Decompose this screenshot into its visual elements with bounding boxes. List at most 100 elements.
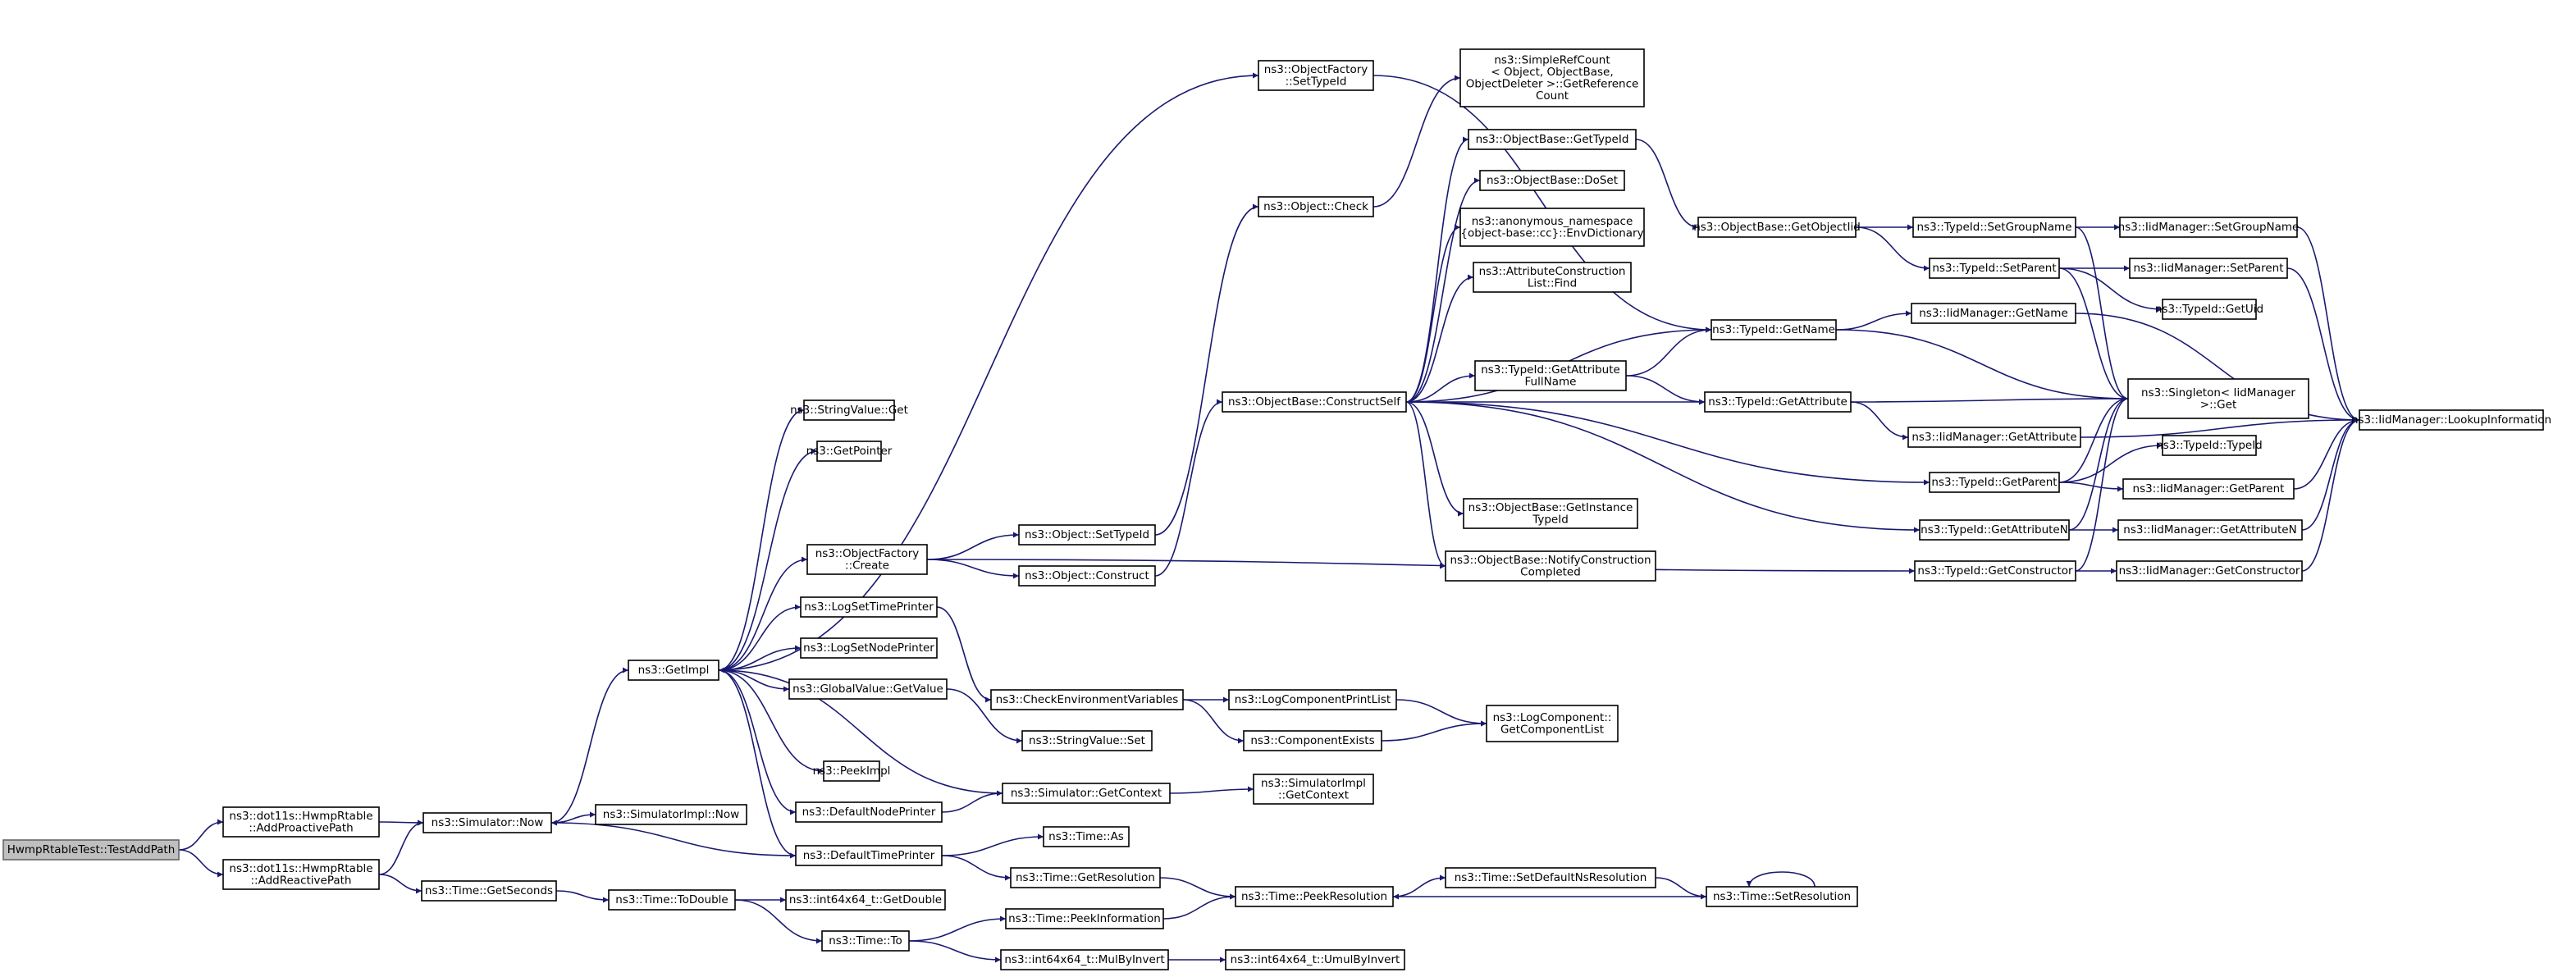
node-logCompPrintList[interactable]: ns3::LogComponentPrintList <box>1228 689 1397 710</box>
node-setDefaultNsRes[interactable]: ns3::Time::SetDefaultNsResolution <box>1445 867 1656 888</box>
node-singletonGet[interactable]: ns3::Singleton< IidManager>::Get <box>2127 378 2309 419</box>
node-objCheck[interactable]: ns3::Object::Check <box>1258 196 1374 217</box>
node-toDouble[interactable]: ns3::Time::ToDouble <box>608 889 736 911</box>
node-typeIdGetParent[interactable]: ns3::TypeId::GetParent <box>1929 472 2060 493</box>
node-objSetTypeId[interactable]: ns3::Object::SetTypeId <box>1018 524 1156 546</box>
node-objBaseGetObjectIid[interactable]: ns3::ObjectBase::GetObjectIid <box>1693 217 1861 238</box>
node-getImpl[interactable]: ns3::GetImpl <box>628 660 719 681</box>
node-logCompGetList[interactable]: ns3::LogComponent::GetComponentList <box>1486 705 1619 742</box>
node-int64GetDouble[interactable]: ns3::int64x64_t::GetDouble <box>785 889 946 911</box>
node-label: HwmpRtableTest::TestAddPath <box>7 843 176 856</box>
node-iidGetParent[interactable]: ns3::IidManager::GetParent <box>2122 478 2295 500</box>
node-label: ns3::Object::Check <box>1263 200 1368 213</box>
edge-addReactive-to-timeGetSeconds <box>378 874 422 894</box>
node-label: ns3::ObjectBase::GetObjectIid <box>1693 221 1861 234</box>
node-simImplNow[interactable]: ns3::SimulatorImpl::Now <box>595 804 747 825</box>
node-box <box>1706 886 1858 907</box>
node-simNow[interactable]: ns3::Simulator::Now <box>422 812 552 833</box>
edge-constructSelf-to-getInstanceTypeId <box>1405 401 1464 517</box>
node-setResolution[interactable]: ns3::Time::SetResolution <box>1706 886 1858 907</box>
node-label: ns3::IidManager::SetGroupName <box>2118 221 2300 234</box>
node-defaultTime[interactable]: ns3::DefaultTimePrinter <box>795 845 943 866</box>
node-peekImpl[interactable]: ns3::PeekImpl <box>813 760 891 782</box>
node-label: ns3::TypeId::SetGroupName <box>1916 221 2071 234</box>
node-globalValue[interactable]: ns3::GlobalValue::GetValue <box>788 678 948 700</box>
node-label: ::AddReactivePath <box>250 874 351 887</box>
node-box <box>1704 391 1852 413</box>
node-constructSelf[interactable]: ns3::ObjectBase::ConstructSelf <box>1222 391 1407 413</box>
node-anonEnvDict[interactable]: ns3::anonymous_namespace{object-base::cc… <box>1459 208 1645 247</box>
node-box <box>788 678 948 700</box>
node-typeIdTypeId[interactable]: ns3::TypeId::TypeId <box>2156 435 2263 456</box>
node-timeGetRes[interactable]: ns3::Time::GetResolution <box>1010 867 1161 888</box>
node-box <box>795 845 943 866</box>
node-label: ns3::DefaultNodePrinter <box>802 806 936 819</box>
edge-objBaseGetObjectIid-to-typeIdSetParent <box>1855 226 1930 272</box>
edge-timeTo-to-peekInfo <box>908 915 1007 942</box>
node-box <box>1243 730 1382 751</box>
edge-typeIdGetAttribute-to-singletonGet <box>1850 395 2129 403</box>
node-simImplGetContext[interactable]: ns3::SimulatorImpl::GetContext <box>1253 774 1374 805</box>
node-iidGetAttrN[interactable]: ns3::IidManager::GetAttributeN <box>2117 519 2303 541</box>
node-objBaseGetTypeId[interactable]: ns3::ObjectBase::GetTypeId <box>1468 129 1637 150</box>
edge-addProactive-to-simNow <box>378 819 424 826</box>
node-objConstruct[interactable]: ns3::Object::Construct <box>1018 565 1156 587</box>
node-label: ::GetContext <box>1278 788 1349 801</box>
node-timeGetSeconds[interactable]: ns3::Time::GetSeconds <box>421 880 557 902</box>
node-componentExists[interactable]: ns3::ComponentExists <box>1243 730 1382 751</box>
node-iidGetConstructor[interactable]: ns3::IidManager::GetConstructor <box>2116 560 2303 582</box>
edges-layer <box>178 72 2360 963</box>
node-logSetNode[interactable]: ns3::LogSetNodePrinter <box>800 637 938 659</box>
node-iidLookupInfo[interactable]: ns3::IidManager::LookupInformation <box>2351 409 2551 431</box>
node-typeIdGetAttribute[interactable]: ns3::TypeId::GetAttribute <box>1704 391 1852 413</box>
node-box <box>1258 60 1374 91</box>
edge-getImpl-to-defaultTime <box>718 669 797 859</box>
edge-defaultTime-to-timeGetRes <box>941 855 1012 881</box>
node-label: ns3::ObjectFactory <box>1264 63 1368 76</box>
node-iidSetParent[interactable]: ns3::IidManager::SetParent <box>2129 258 2288 279</box>
node-iidGetName[interactable]: ns3::IidManager::GetName <box>1911 303 2076 324</box>
node-notifyConstruction[interactable]: ns3::ObjectBase::NotifyConstructionCompl… <box>1445 550 1656 582</box>
node-label: ns3::Time::GetResolution <box>1016 871 1155 884</box>
node-peekInfo[interactable]: ns3::Time::PeekInformation <box>1005 908 1164 929</box>
node-box <box>1002 783 1171 804</box>
node-umulByInvert[interactable]: ns3::int64x64_t::UmulByInvert <box>1225 949 1405 970</box>
node-addProactive[interactable]: ns3::dot11s::HwmpRtable::AddProactivePat… <box>222 806 380 838</box>
node-peekResolution[interactable]: ns3::Time::PeekResolution <box>1235 886 1394 907</box>
node-defaultNode[interactable]: ns3::DefaultNodePrinter <box>795 801 943 823</box>
node-simpleRefCount[interactable]: ns3::SimpleRefCount< Object, ObjectBase,… <box>1459 48 1645 107</box>
node-logSetTime[interactable]: ns3::LogSetTimePrinter <box>800 596 938 618</box>
node-box <box>2129 258 2288 279</box>
node-root[interactable]: HwmpRtableTest::TestAddPath <box>2 839 180 861</box>
node-typeIdGetUid[interactable]: ns3::TypeId::GetUid <box>2155 299 2263 320</box>
node-objFactoryCreate[interactable]: ns3::ObjectFactory::Create <box>806 544 928 575</box>
node-iidSetGroupName[interactable]: ns3::IidManager::SetGroupName <box>2118 217 2300 238</box>
node-stringValueSet[interactable]: ns3::StringValue::Set <box>1021 730 1153 751</box>
edge-iidGetAttribute-to-iidLookupInfo <box>2080 417 2360 438</box>
node-addReactive[interactable]: ns3::dot11s::HwmpRtable::AddReactivePath <box>222 859 380 890</box>
edge-simGetContext-to-simImplGetContext <box>1169 786 1254 794</box>
node-typeIdGetConstructor[interactable]: ns3::TypeId::GetConstructor <box>1914 560 2076 582</box>
node-mulByInvert[interactable]: ns3::int64x64_t::MulByInvert <box>1000 949 1169 970</box>
node-box <box>2127 378 2309 419</box>
node-typeIdSetParent[interactable]: ns3::TypeId::SetParent <box>1929 258 2060 279</box>
node-objFactorySetTypeId[interactable]: ns3::ObjectFactory::SetTypeId <box>1258 60 1374 91</box>
node-box <box>2117 519 2303 541</box>
node-iidGetAttribute[interactable]: ns3::IidManager::GetAttribute <box>1907 427 2081 448</box>
node-simGetContext[interactable]: ns3::Simulator::GetContext <box>1002 783 1171 804</box>
node-checkEnv[interactable]: ns3::CheckEnvironmentVariables <box>990 689 1184 710</box>
node-timeAs[interactable]: ns3::Time::As <box>1043 826 1130 847</box>
node-stringValueGet[interactable]: ns3::StringValue::Get <box>790 399 908 421</box>
edge-objFactorySetTypeId-to-typeIdGetName <box>1372 75 1712 333</box>
node-getPointer[interactable]: ns3::GetPointer <box>806 441 893 462</box>
node-typeIdSetGroupName[interactable]: ns3::TypeId::SetGroupName <box>1912 217 2076 238</box>
edge-getImpl-to-getPointer <box>718 448 818 671</box>
node-timeTo[interactable]: ns3::Time::To <box>821 930 910 952</box>
nodes-layer: HwmpRtableTest::TestAddPathns3::dot11s::… <box>2 48 2551 970</box>
node-objBaseDoSet[interactable]: ns3::ObjectBase::DoSet <box>1479 170 1625 191</box>
node-typeIdGetAttrN[interactable]: ns3::TypeId::GetAttributeN <box>1919 519 2070 541</box>
node-typeIdGetName[interactable]: ns3::TypeId::GetName <box>1710 319 1837 340</box>
